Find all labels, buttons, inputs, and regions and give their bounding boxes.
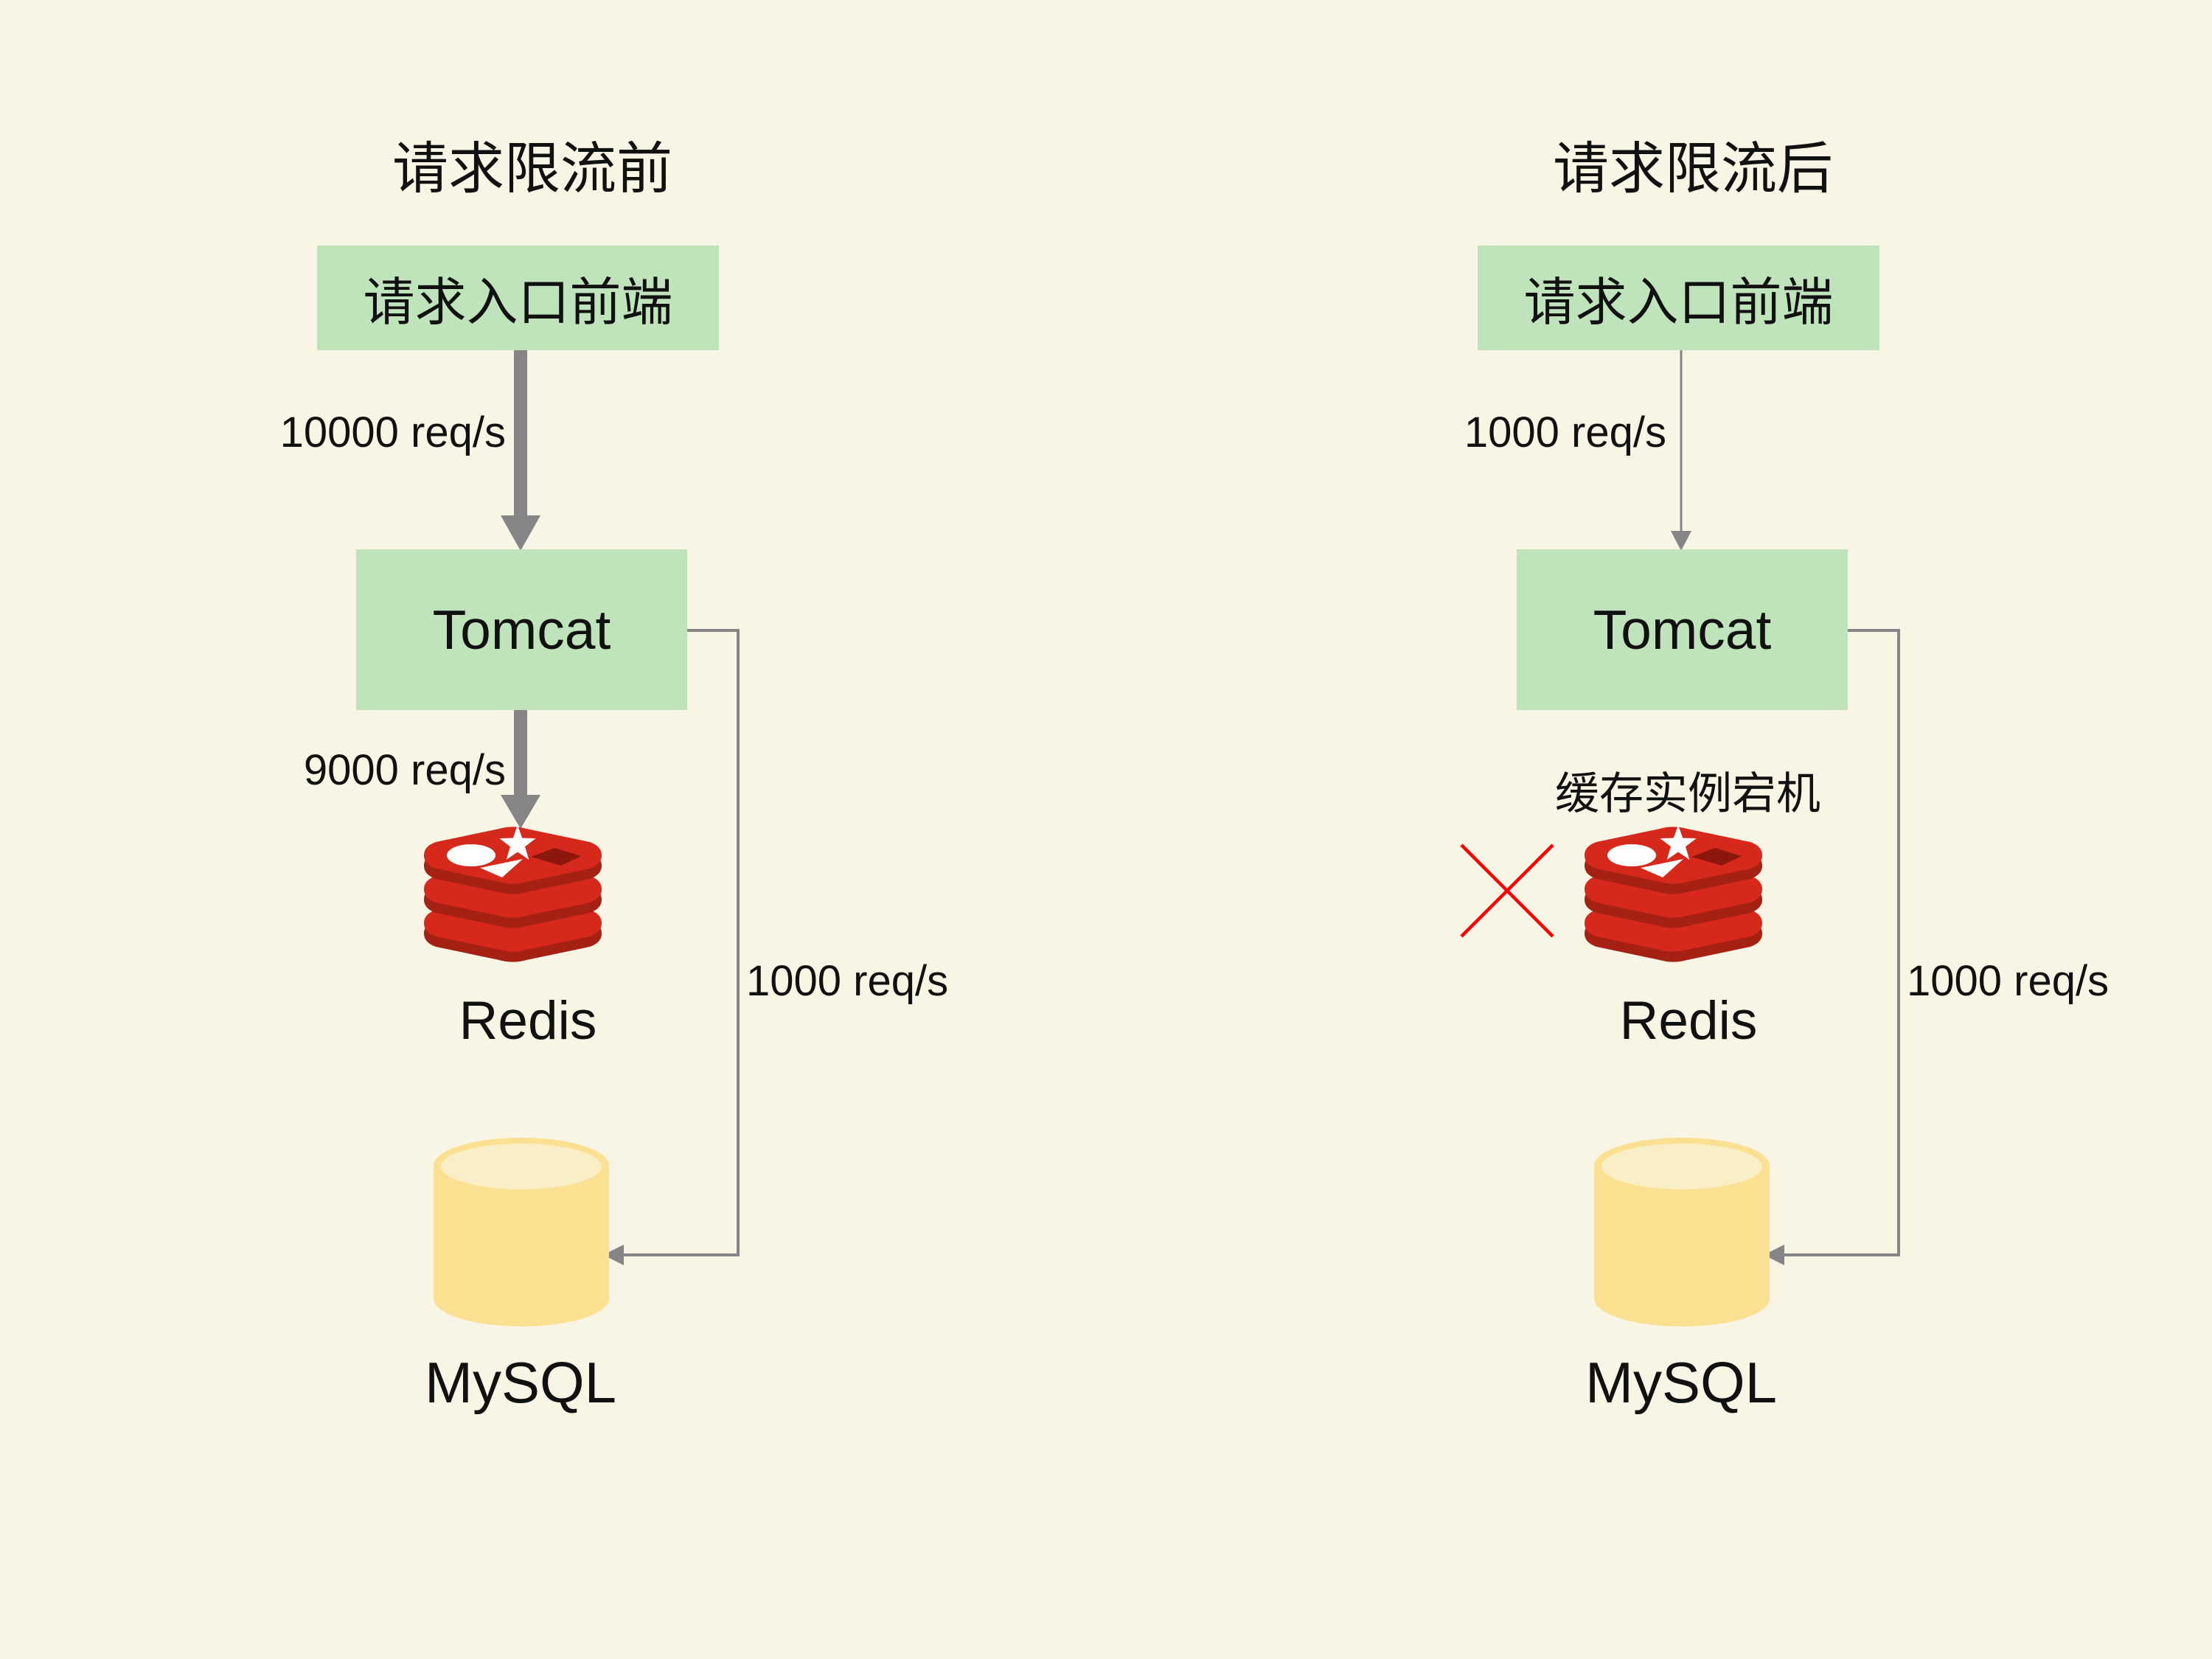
entry-frontend-box: 请求入口前端 <box>1478 246 1879 350</box>
page-title: 请求限流后 <box>1553 138 1833 201</box>
page-title: 请求限流前 <box>392 138 672 201</box>
mysql-node-label: MySQL <box>424 1350 617 1415</box>
redis-icon <box>1580 825 1767 964</box>
cache-instance-down-label: 缓存实例宕机 <box>1555 769 1820 818</box>
entry-rate-label: 10000 req/s <box>279 408 506 456</box>
tomcat-label: Tomcat <box>432 599 611 661</box>
mysql-rate-label: 1000 req/s <box>746 957 949 1005</box>
tomcat-box: Tomcat <box>356 549 687 710</box>
redis-node-label: Redis <box>1619 991 1758 1051</box>
entry-rate-label: 1000 req/s <box>1464 408 1666 456</box>
entry-frontend-box: 请求入口前端 <box>317 246 719 350</box>
entry-frontend-label: 请求入口前端 <box>1523 273 1834 331</box>
connector-tomcat-to-mysql-icon <box>603 629 740 1265</box>
mysql-database-icon <box>434 1138 609 1326</box>
arrow-entry-to-tomcat-icon <box>1671 350 1691 551</box>
mysql-rate-label: 1000 req/s <box>1907 957 2110 1005</box>
connector-tomcat-to-mysql-icon <box>1764 629 1900 1265</box>
mysql-database-icon <box>1594 1138 1770 1326</box>
mysql-node-label: MySQL <box>1585 1350 1778 1415</box>
tomcat-label: Tomcat <box>1593 599 1772 661</box>
panel-before-limiting: 请求限流前 请求入口前端 10000 req/s Tomcat 9000 req… <box>279 138 949 1415</box>
tomcat-box: Tomcat <box>1517 549 1848 710</box>
x-mark-icon <box>1460 844 1554 938</box>
redis-icon <box>420 825 606 964</box>
arrow-tomcat-to-redis-icon <box>501 710 540 829</box>
redis-rate-label: 9000 req/s <box>303 746 506 794</box>
entry-frontend-label: 请求入口前端 <box>363 273 673 331</box>
panel-after-limiting: 请求限流后 请求入口前端 1000 req/s Tomcat 缓存实例宕机 <box>1161 0 2212 1659</box>
redis-node-label: Redis <box>459 991 597 1051</box>
arrow-entry-to-tomcat-icon <box>501 350 540 551</box>
